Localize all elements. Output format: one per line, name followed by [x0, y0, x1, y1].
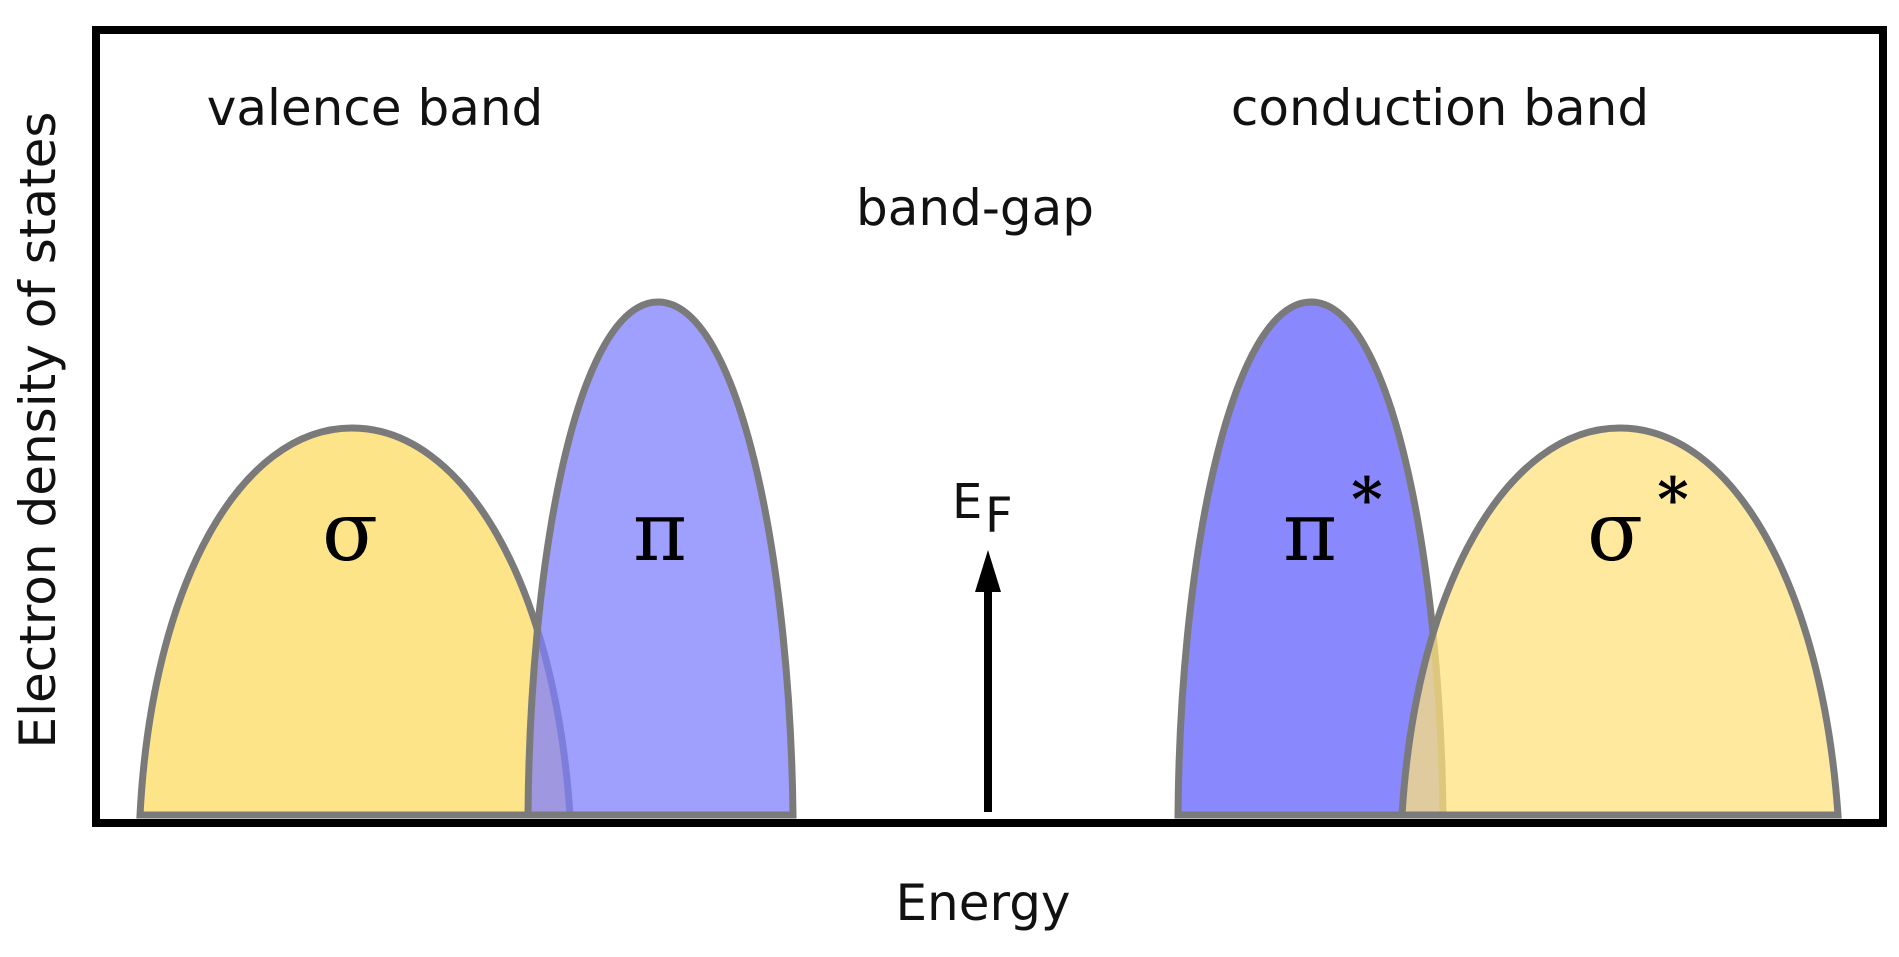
band-gap-label: band-gap — [856, 179, 1094, 237]
plot-frame — [92, 26, 1887, 827]
pi-star-mark: * — [1351, 465, 1382, 535]
pi-star-symbol: π — [1283, 485, 1337, 580]
pi-star-band-shape — [1174, 298, 1447, 819]
pi-band-shape — [524, 298, 797, 819]
fermi-level-subscript: F — [985, 488, 1013, 544]
y-axis-label: Electron density of states — [9, 112, 67, 749]
sigma-symbol: σ — [322, 485, 378, 580]
conduction-band-label: conduction band — [1231, 79, 1649, 137]
sigma-star-symbol: σ — [1587, 485, 1643, 580]
sigma-star-mark: * — [1657, 465, 1688, 535]
sigma-star-band-shape — [1398, 424, 1842, 819]
x-axis-label: Energy — [895, 874, 1070, 932]
fermi-level-label: E — [952, 474, 982, 530]
valence-band-label: valence band — [207, 79, 544, 137]
fermi-arrow-head — [975, 550, 1001, 592]
pi-symbol: π — [633, 485, 687, 580]
